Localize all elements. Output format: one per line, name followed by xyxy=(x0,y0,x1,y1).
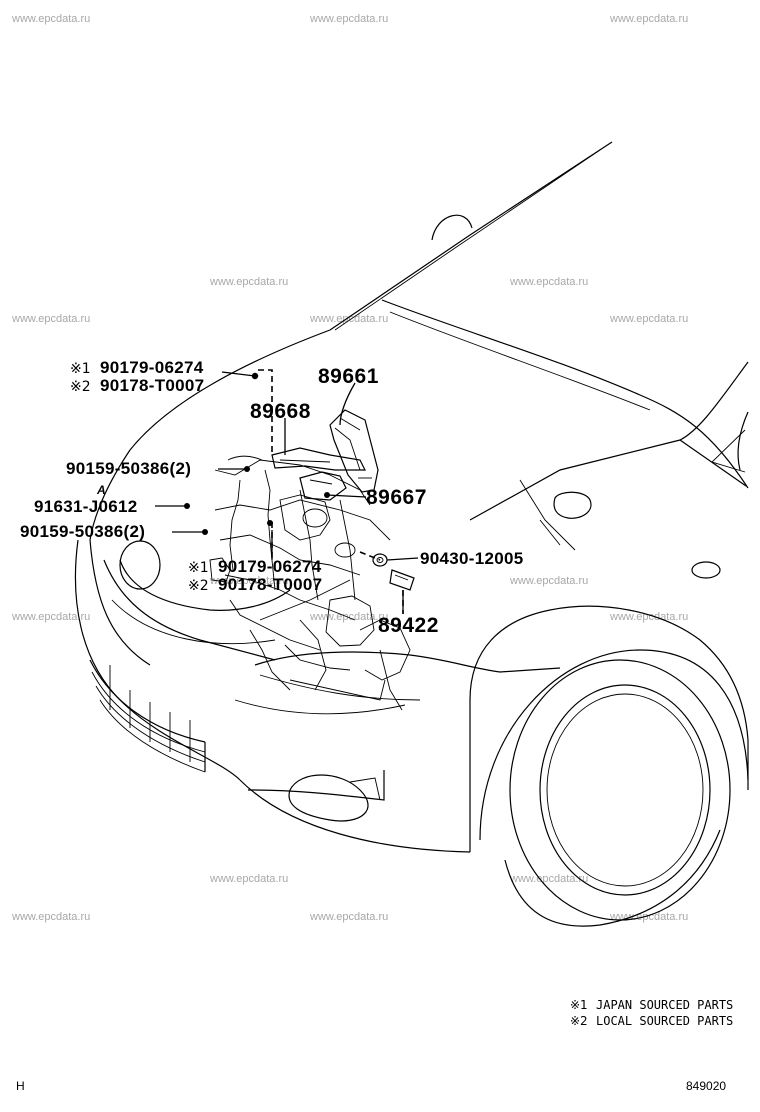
watermark: www.epcdata.ru xyxy=(309,13,388,25)
legend-mark: ※2 xyxy=(570,1014,588,1028)
japan-sourced-mark: ※1 xyxy=(70,361,91,377)
legend-text: JAPAN SOURCED PARTS xyxy=(596,998,733,1012)
part-number-label: 89661 xyxy=(318,365,379,388)
marker-label: A xyxy=(96,483,106,497)
callout-labels: ※1 90179-06274 ※2 90178-T0007 89661 8966… xyxy=(20,358,524,637)
part-number-label: 90179-06274 xyxy=(100,358,204,377)
part-number-label: 89667 xyxy=(366,486,427,509)
watermark: www.epcdata.ru xyxy=(11,611,90,623)
sourcing-legend: ※1 JAPAN SOURCED PARTS ※2 LOCAL SOURCED … xyxy=(570,998,733,1028)
watermark: www.epcdata.ru xyxy=(509,575,588,587)
legend-text: LOCAL SOURCED PARTS xyxy=(596,1014,733,1028)
watermark: www.epcdata.ru xyxy=(11,313,90,325)
legend-mark: ※1 xyxy=(570,998,588,1012)
watermark: www.epcdata.ru xyxy=(209,575,288,587)
car-body-outline xyxy=(74,141,749,927)
watermark: www.epcdata.ru xyxy=(11,911,90,923)
local-sourced-mark: ※2 xyxy=(188,578,209,594)
watermark: www.epcdata.ru xyxy=(309,313,388,325)
part-number-label: 90178-T0007 xyxy=(100,376,204,395)
watermark: www.epcdata.ru xyxy=(509,873,588,885)
part-number-label: 89668 xyxy=(250,400,311,423)
engine-compartment xyxy=(209,455,411,711)
watermark: www.epcdata.ru xyxy=(609,313,688,325)
watermark: www.epcdata.ru xyxy=(209,276,288,288)
watermark: www.epcdata.ru xyxy=(509,276,588,288)
watermarks: www.epcdata.ru www.epcdata.ru www.epcdat… xyxy=(11,13,688,923)
part-number-label: 90159-50386(2) xyxy=(66,459,191,478)
watermark: www.epcdata.ru xyxy=(209,873,288,885)
part-number-label: 90178-T0007 xyxy=(218,575,322,594)
part-number-label: 89422 xyxy=(378,614,439,637)
part-number-label: 90430-12005 xyxy=(420,549,524,568)
japan-sourced-mark: ※1 xyxy=(188,560,209,576)
local-sourced-mark: ※2 xyxy=(70,379,91,395)
watermark: www.epcdata.ru xyxy=(609,611,688,623)
section-code: H xyxy=(16,1079,25,1093)
part-number-label: 90159-50386(2) xyxy=(20,522,145,541)
part-number-label: 91631-J0612 xyxy=(34,497,138,516)
figure-number: 849020 xyxy=(686,1079,726,1093)
watermark: www.epcdata.ru xyxy=(609,13,688,25)
watermark: www.epcdata.ru xyxy=(309,911,388,923)
watermark: www.epcdata.ru xyxy=(11,13,90,25)
leader-lines xyxy=(155,371,419,614)
part-number-label: 90179-06274 xyxy=(218,557,322,576)
watermark: www.epcdata.ru xyxy=(609,911,688,923)
ecu-assembly xyxy=(184,372,415,591)
